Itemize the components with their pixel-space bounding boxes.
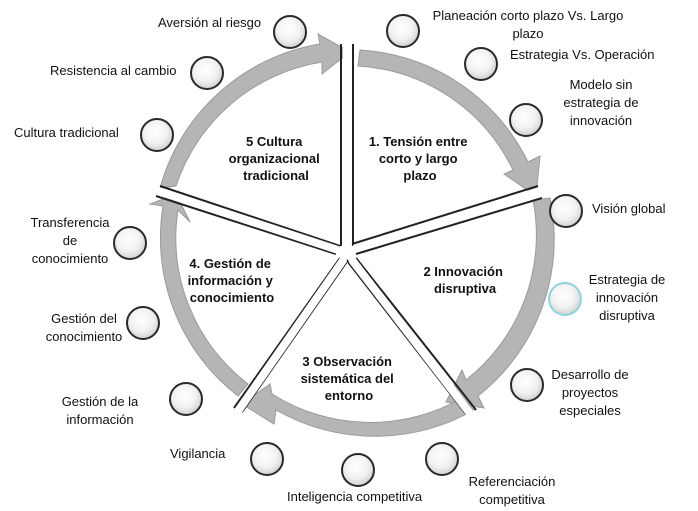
bubble-cultura xyxy=(140,118,174,152)
bubble-transferencia xyxy=(113,226,147,260)
label-inteligencia: Inteligencia competitiva xyxy=(287,489,423,504)
ring-arrow-1 xyxy=(357,49,541,197)
bubble-inteligencia xyxy=(341,453,375,487)
divider-gaps xyxy=(150,38,546,419)
bubble-vigilancia xyxy=(250,442,284,476)
segment-4-title: 4. Gestión de información y conocimiento xyxy=(188,256,277,305)
label-vigilancia: Vigilancia xyxy=(170,446,226,461)
label-cultura: Cultura tradicional xyxy=(14,125,119,140)
bubble-gestion-conocimiento xyxy=(126,306,160,340)
label-aversion: Aversión al riesgo xyxy=(158,15,262,30)
segment-2-title: 2 Innovación disruptiva xyxy=(423,264,506,296)
ring-arrow-3 xyxy=(241,383,475,437)
segment-5-title: 5 Cultura organizacional tradicional xyxy=(229,134,324,183)
bubbles xyxy=(113,14,583,487)
bubble-vision xyxy=(549,194,583,228)
bubble-modelo xyxy=(509,103,543,137)
bubble-desarrollo xyxy=(510,368,544,402)
bubble-aversion xyxy=(273,15,307,49)
segment-3-title: 3 Observación sistemática del entorno xyxy=(301,354,398,403)
segment-1-title: 1. Tensión entre corto y largo plazo xyxy=(369,134,471,183)
label-estrategia-operacion: Estrategia Vs. Operación xyxy=(510,47,655,62)
ring-arrow-5 xyxy=(159,33,351,189)
label-resistencia: Resistencia al cambio xyxy=(50,63,177,78)
bubble-estrategia-disruptiva xyxy=(548,282,582,316)
bubble-gestion-informacion xyxy=(169,382,203,416)
bubble-planeacion xyxy=(386,14,420,48)
bubble-estrategia-operacion xyxy=(464,47,498,81)
bubble-resistencia xyxy=(190,56,224,90)
bubble-referenciacion xyxy=(425,442,459,476)
label-vision: Visión global xyxy=(592,201,666,216)
